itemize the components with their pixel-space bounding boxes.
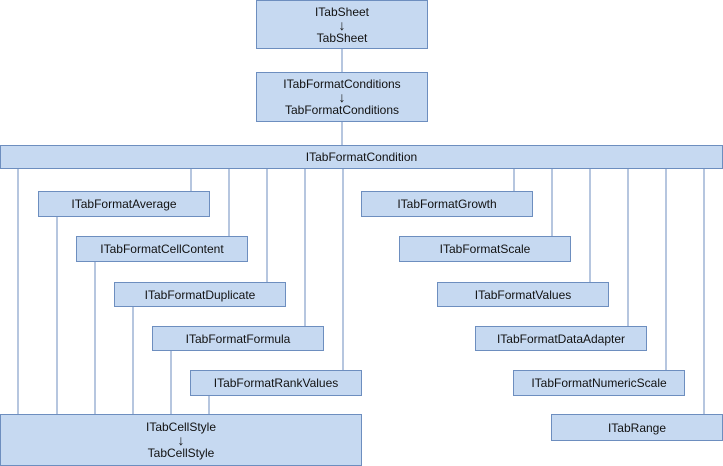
down-arrow-icon: ↓ — [177, 432, 185, 448]
node-tabformatduplicate: ITabFormatDuplicate — [114, 282, 286, 307]
node-label: ITabFormatAverage — [71, 197, 177, 211]
node-tabformatcondition: ITabFormatCondition — [0, 145, 723, 169]
node-label: ITabFormatFormula — [185, 331, 291, 346]
node-label: ITabFormatValues — [474, 287, 572, 302]
node-tabsheet-interface: ITabSheet — [314, 4, 370, 19]
node-tabcellstyle-class: TabCellStyle — [147, 446, 215, 460]
node-tabsheet-class: TabSheet — [316, 30, 368, 45]
node-tabformatconditions: ITabFormatConditions ↓ TabFormatConditio… — [256, 72, 428, 122]
node-tabformatcondition-label: ITabFormatCondition — [305, 150, 418, 164]
node-tabformatdataadapter: ITabFormatDataAdapter — [475, 326, 647, 351]
node-label: ITabFormatGrowth — [397, 197, 497, 211]
node-label: ITabFormatDuplicate — [144, 287, 256, 302]
node-tabformatnumericscale: ITabFormatNumericScale — [513, 370, 685, 396]
node-tabformatformula: ITabFormatFormula — [152, 326, 324, 351]
node-tabformatvalues: ITabFormatValues — [437, 282, 609, 307]
node-tabformatscale: ITabFormatScale — [399, 236, 571, 262]
node-tabformataverage: ITabFormatAverage — [38, 191, 210, 217]
node-tabcellstyle: ITabCellStyle ↓ TabCellStyle — [0, 414, 362, 466]
node-tabrange: ITabRange — [551, 414, 723, 441]
node-tabformatcellcontent: ITabFormatCellContent — [76, 236, 248, 262]
node-tabformatrankvalues: ITabFormatRankValues — [190, 370, 362, 396]
node-label: ITabRange — [607, 420, 667, 435]
node-label: ITabFormatRankValues — [213, 376, 339, 390]
node-tabsheet: ITabSheet ↓ TabSheet — [256, 0, 428, 49]
down-arrow-icon: ↓ — [338, 89, 346, 105]
node-label: ITabFormatScale — [439, 242, 531, 256]
node-label: ITabFormatDataAdapter — [496, 331, 626, 346]
node-label: ITabFormatCellContent — [100, 242, 224, 256]
down-arrow-icon: ↓ — [338, 16, 346, 33]
node-tabformatgrowth: ITabFormatGrowth — [361, 191, 533, 217]
node-tabformatconditions-interface: ITabFormatConditions — [283, 77, 401, 91]
node-tabcellstyle-interface: ITabCellStyle — [145, 420, 217, 434]
node-tabformatconditions-class: TabFormatConditions — [284, 103, 400, 117]
node-label: ITabFormatNumericScale — [531, 376, 667, 390]
